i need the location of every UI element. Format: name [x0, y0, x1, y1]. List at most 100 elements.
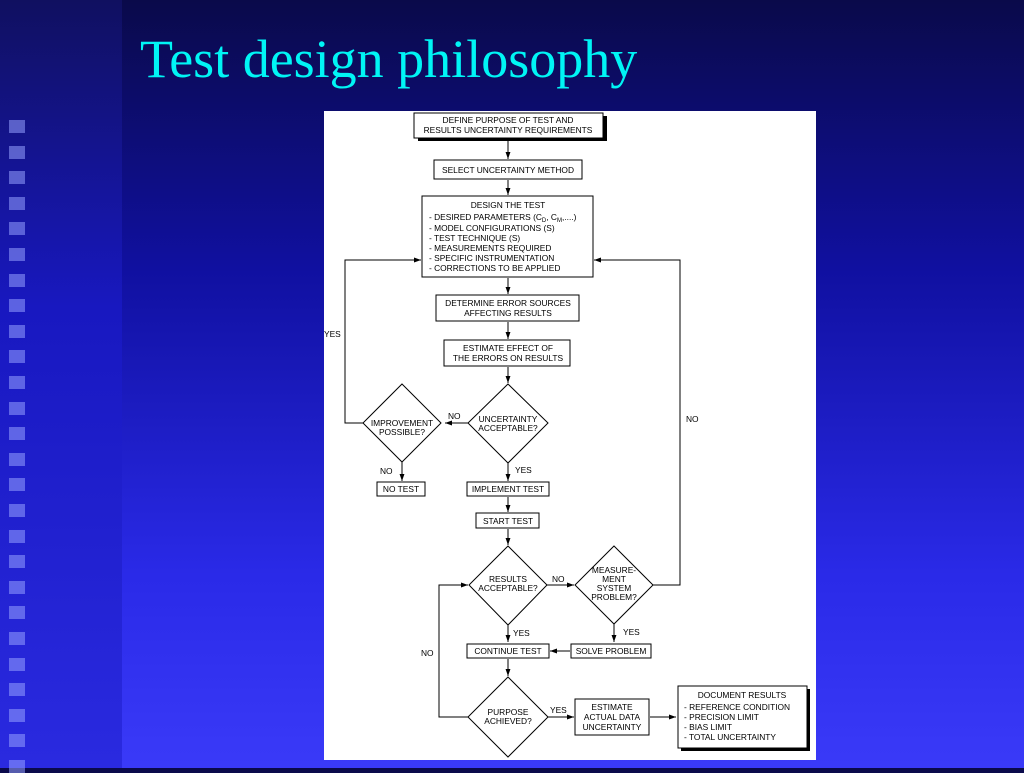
- edge-label-no: NO: [552, 574, 565, 584]
- uncertainty-line-2: ACCEPTABLE?: [478, 423, 538, 433]
- estimate-effect-line-2: THE ERRORS ON RESULTS: [453, 353, 564, 363]
- error-sources-line-1: DETERMINE ERROR SOURCES: [445, 298, 571, 308]
- measure-line-2: MENT: [602, 574, 626, 584]
- edge-label-no: NO: [421, 648, 434, 658]
- measure-line-3: SYSTEM: [597, 583, 631, 593]
- edge-label-yes: YES: [515, 465, 532, 475]
- document-results-box: DOCUMENT RESULTS - REFERENCE CONDITION -…: [677, 685, 810, 751]
- document-results-item: - REFERENCE CONDITION: [684, 702, 790, 712]
- error-sources-box: DETERMINE ERROR SOURCES AFFECTING RESULT…: [435, 294, 580, 322]
- design-test-item: - TEST TECHNIQUE (S): [429, 233, 520, 243]
- edge-label-yes: YES: [324, 329, 341, 339]
- design-test-item: - MODEL CONFIGURATIONS (S): [429, 223, 555, 233]
- document-results-item: - PRECISION LIMIT: [684, 712, 759, 722]
- select-method-label: SELECT UNCERTAINTY METHOD: [442, 165, 574, 175]
- improvement-line-2: POSSIBLE?: [379, 427, 425, 437]
- params-sub-1: D: [542, 218, 547, 224]
- decorative-sidebar: [0, 0, 122, 773]
- improvement-possible-decision: IMPROVEMENT POSSIBLE?: [362, 383, 442, 463]
- document-results-heading: DOCUMENT RESULTS: [698, 690, 787, 700]
- define-purpose-line-1: DEFINE PURPOSE OF TEST AND: [443, 115, 574, 125]
- solve-problem-box: SOLVE PROBLEM: [570, 643, 652, 659]
- decorative-square: [9, 555, 25, 569]
- decorative-square: [9, 760, 25, 773]
- document-results-item: - BIAS LIMIT: [684, 722, 732, 732]
- connector-lines: [344, 139, 681, 720]
- define-purpose-line-2: RESULTS UNCERTAINTY REQUIREMENTS: [424, 125, 593, 135]
- select-method-box: SELECT UNCERTAINTY METHOD: [433, 159, 583, 180]
- purpose-line-1: PURPOSE: [488, 707, 529, 717]
- decorative-square: [9, 145, 25, 159]
- decorative-square: [9, 222, 25, 236]
- design-test-item: - SPECIFIC INSTRUMENTATION: [429, 253, 554, 263]
- measure-line-1: MEASURE-: [592, 565, 636, 575]
- no-test-label: NO TEST: [383, 484, 419, 494]
- decorative-square: [9, 657, 25, 671]
- measurement-problem-decision: MEASURE- MENT SYSTEM PROBLEM?: [574, 545, 654, 625]
- params-prefix: - DESIRED PARAMETERS (C: [429, 212, 542, 222]
- measure-line-4: PROBLEM?: [591, 592, 637, 602]
- decorative-square: [9, 580, 25, 594]
- continue-test-box: CONTINUE TEST: [466, 643, 550, 659]
- decorative-square: [9, 401, 25, 415]
- params-sub-2: M: [557, 218, 562, 224]
- decorative-square: [9, 427, 25, 441]
- slide-title: Test design philosophy: [140, 29, 638, 89]
- decorative-square: [9, 196, 25, 210]
- decorative-square: [9, 632, 25, 645]
- purpose-achieved-decision: PURPOSE ACHIEVED?: [467, 676, 549, 758]
- uncertainty-line-1: UNCERTAINTY: [479, 414, 538, 424]
- estimate-effect-line-1: ESTIMATE EFFECT OF: [463, 343, 553, 353]
- start-test-label: START TEST: [483, 516, 533, 526]
- results-line-1: RESULTS: [489, 574, 527, 584]
- decorative-square: [9, 708, 25, 722]
- edge-label-yes: YES: [513, 628, 530, 638]
- decorative-square: [9, 324, 25, 338]
- purpose-line-2: ACHIEVED?: [484, 716, 532, 726]
- edge-label-no: NO: [448, 411, 461, 421]
- document-results-item: - TOTAL UNCERTAINTY: [684, 732, 776, 742]
- solve-problem-label: SOLVE PROBLEM: [576, 646, 647, 656]
- define-purpose-box: DEFINE PURPOSE OF TEST AND RESULTS UNCER…: [413, 112, 607, 141]
- implement-test-label: IMPLEMENT TEST: [472, 484, 544, 494]
- continue-test-label: CONTINUE TEST: [474, 646, 541, 656]
- decorative-square: [9, 171, 25, 185]
- params-mid: , C: [546, 212, 557, 222]
- decorative-square: [9, 504, 25, 517]
- decorative-square: [9, 376, 25, 389]
- design-test-box: DESIGN THE TEST - DESIRED PARAMETERS (CD…: [421, 195, 594, 278]
- results-line-2: ACCEPTABLE?: [478, 583, 538, 593]
- design-test-item: - CORRECTIONS TO BE APPLIED: [429, 263, 560, 273]
- decorative-square: [9, 734, 25, 748]
- estimate-uncertainty-line-1: ESTIMATE: [591, 702, 633, 712]
- decorative-square: [9, 452, 25, 466]
- no-test-box: NO TEST: [376, 481, 426, 497]
- edge-label-yes: YES: [623, 627, 640, 637]
- decorative-square: [9, 299, 25, 313]
- implement-test-box: IMPLEMENT TEST: [466, 481, 550, 497]
- results-acceptable-decision: RESULTS ACCEPTABLE?: [468, 545, 548, 626]
- flowchart-panel: DEFINE PURPOSE OF TEST AND RESULTS UNCER…: [324, 111, 816, 760]
- estimate-uncertainty-box: ESTIMATE ACTUAL DATA UNCERTAINTY: [574, 698, 650, 736]
- flowchart: DEFINE PURPOSE OF TEST AND RESULTS UNCER…: [324, 112, 810, 758]
- design-test-item: - MEASUREMENTS REQUIRED: [429, 243, 551, 253]
- design-test-params: - DESIRED PARAMETERS (CD, CM,....): [429, 212, 577, 224]
- edge-label-no: NO: [380, 466, 393, 476]
- edge-label-no: NO: [686, 414, 699, 424]
- params-suffix: ,....): [562, 212, 577, 222]
- decorative-square: [9, 120, 25, 133]
- decorative-square: [9, 248, 25, 261]
- decorative-square: [9, 350, 25, 364]
- estimate-uncertainty-line-3: UNCERTAINTY: [583, 722, 642, 732]
- edge-labels: YES NO NO YES NO NO YES YES NO YES: [324, 329, 699, 715]
- error-sources-line-2: AFFECTING RESULTS: [464, 308, 552, 318]
- start-test-box: START TEST: [475, 512, 540, 529]
- improvement-line-1: IMPROVEMENT: [371, 418, 433, 428]
- decorative-square: [9, 683, 25, 697]
- design-test-heading: DESIGN THE TEST: [471, 200, 546, 210]
- decorative-square: [9, 478, 25, 492]
- estimate-uncertainty-line-2: ACTUAL DATA: [584, 712, 641, 722]
- edge-label-yes: YES: [550, 705, 567, 715]
- estimate-effect-box: ESTIMATE EFFECT OF THE ERRORS ON RESULTS: [443, 339, 571, 367]
- decorative-square: [9, 529, 25, 543]
